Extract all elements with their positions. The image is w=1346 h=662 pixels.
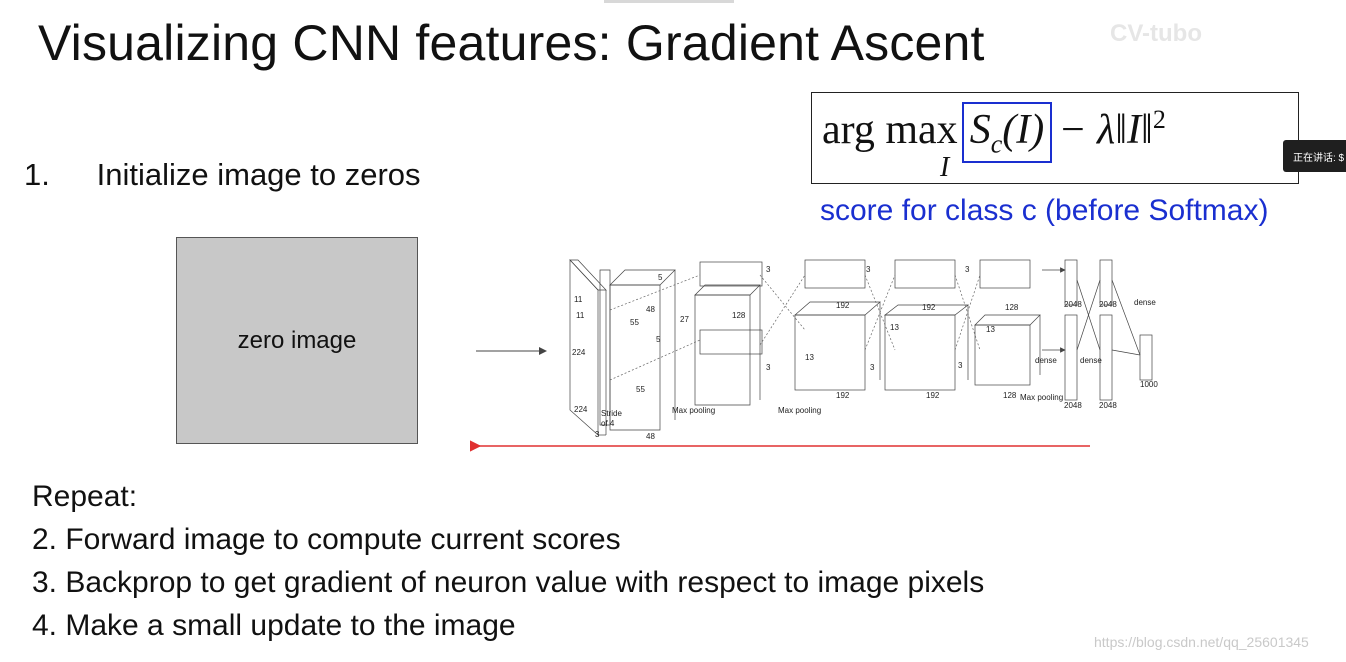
conv4-label: 13: [890, 323, 899, 332]
conv5-label: 128: [1005, 303, 1019, 312]
dense-2-bottom: [1099, 314, 1113, 401]
slide-title: Visualizing CNN features: Gradient Ascen…: [38, 15, 985, 71]
pool-label: Max pooling: [1020, 393, 1063, 402]
conv5-label: 3: [965, 265, 970, 274]
formula-argmax-text: arg max: [822, 107, 958, 153]
dense-1-bottom: [1064, 314, 1078, 401]
dense-label: 1000: [1140, 380, 1158, 389]
step-4: 4. Make a small update to the image: [32, 609, 516, 642]
dense-label: dense: [1134, 298, 1156, 307]
formula-argmax: arg max I: [822, 106, 958, 183]
window-top-tab: [604, 0, 734, 3]
objective-formula: arg max I Sc(I)− λ‖I‖2: [822, 102, 1166, 183]
formula-score-symbol: S: [969, 107, 991, 153]
conv1-label: 11: [576, 311, 585, 320]
conv5-label: 13: [986, 325, 995, 334]
conv5-label: 3: [958, 361, 963, 370]
conv1-label: of 4: [601, 419, 615, 428]
conv3-label: 192: [836, 391, 850, 400]
pool-label: Max pooling: [672, 406, 715, 415]
formula-note: score for class c (before Softmax): [820, 194, 1269, 227]
watermark-bottom: https://blog.csdn.net/qq_25601345: [1094, 634, 1309, 650]
conv4-label: 3: [866, 265, 871, 274]
conv1-label: 48: [646, 432, 655, 441]
conv2-label: 128: [732, 311, 746, 320]
conv4-label: 192: [922, 303, 936, 312]
conv4-label: 3: [870, 363, 875, 372]
dense-2-top: [1099, 259, 1113, 306]
conv1-label: 11: [574, 295, 583, 304]
dense-label: dense: [1080, 356, 1102, 365]
input-dim-label: 3: [595, 430, 600, 439]
conv2-label: 5: [658, 273, 663, 282]
formula-regularizer: − λ‖I‖: [1058, 107, 1153, 153]
alexnet-diagram: 224 224 3 11 11 Stride of 4 55 55 48 5 5…: [470, 259, 1158, 454]
dense-label: dense: [1035, 356, 1057, 365]
dense-1-top: [1064, 259, 1078, 306]
conv5-label: 128: [1003, 391, 1017, 400]
conv1-block: [599, 269, 611, 426]
conv1-label: 55: [630, 318, 639, 327]
formula-score-term: Sc(I): [961, 102, 1053, 164]
dense-3: [1139, 334, 1153, 381]
formula-score-argument: (I): [1002, 107, 1045, 153]
input-dim-label: 224: [572, 348, 586, 357]
step-1-number: 1.: [24, 157, 50, 192]
conv5-block: [974, 324, 1031, 386]
dense-label: 2048: [1099, 401, 1117, 410]
step-3: 3. Backprop to get gradient of neuron va…: [32, 566, 985, 599]
conv4-label: 192: [926, 391, 940, 400]
conv3-label: 13: [805, 353, 814, 362]
conv1-label: Stride: [601, 409, 622, 418]
formula-score-subscript: c: [990, 129, 1003, 159]
conv3-label: 3: [766, 363, 771, 372]
formula-box: [811, 92, 1299, 184]
conv2-label: 48: [646, 305, 655, 314]
conv3-label: 3: [766, 265, 771, 274]
repeat-steps: Repeat: 2. Forward image to compute curr…: [32, 475, 984, 647]
formula-regularizer-exponent: 2: [1152, 105, 1166, 134]
zero-image: zero image: [176, 237, 418, 444]
speaking-badge: 正在讲话: $: [1283, 140, 1346, 172]
repeat-heading: Repeat:: [32, 480, 138, 513]
dense-label: 2048: [1099, 300, 1117, 309]
formula-argmax-subscript: I: [940, 152, 950, 183]
watermark-top: CV-tubo: [1110, 20, 1202, 47]
conv2-label: 27: [680, 315, 689, 324]
zero-image-label: zero image: [237, 326, 357, 354]
conv1-label: 55: [636, 385, 645, 394]
dense-label: 2048: [1064, 401, 1082, 410]
step-1: 1. Initialize image to zeros: [24, 157, 421, 193]
dense-label: 2048: [1064, 300, 1082, 309]
step-1-text: Initialize image to zeros: [96, 157, 421, 192]
conv3-label: 192: [836, 301, 850, 310]
conv2-label: 5: [656, 335, 661, 344]
input-dim-label: 224: [574, 405, 588, 414]
pool-label: Max pooling: [778, 406, 821, 415]
step-2: 2. Forward image to compute current scor…: [32, 523, 621, 556]
